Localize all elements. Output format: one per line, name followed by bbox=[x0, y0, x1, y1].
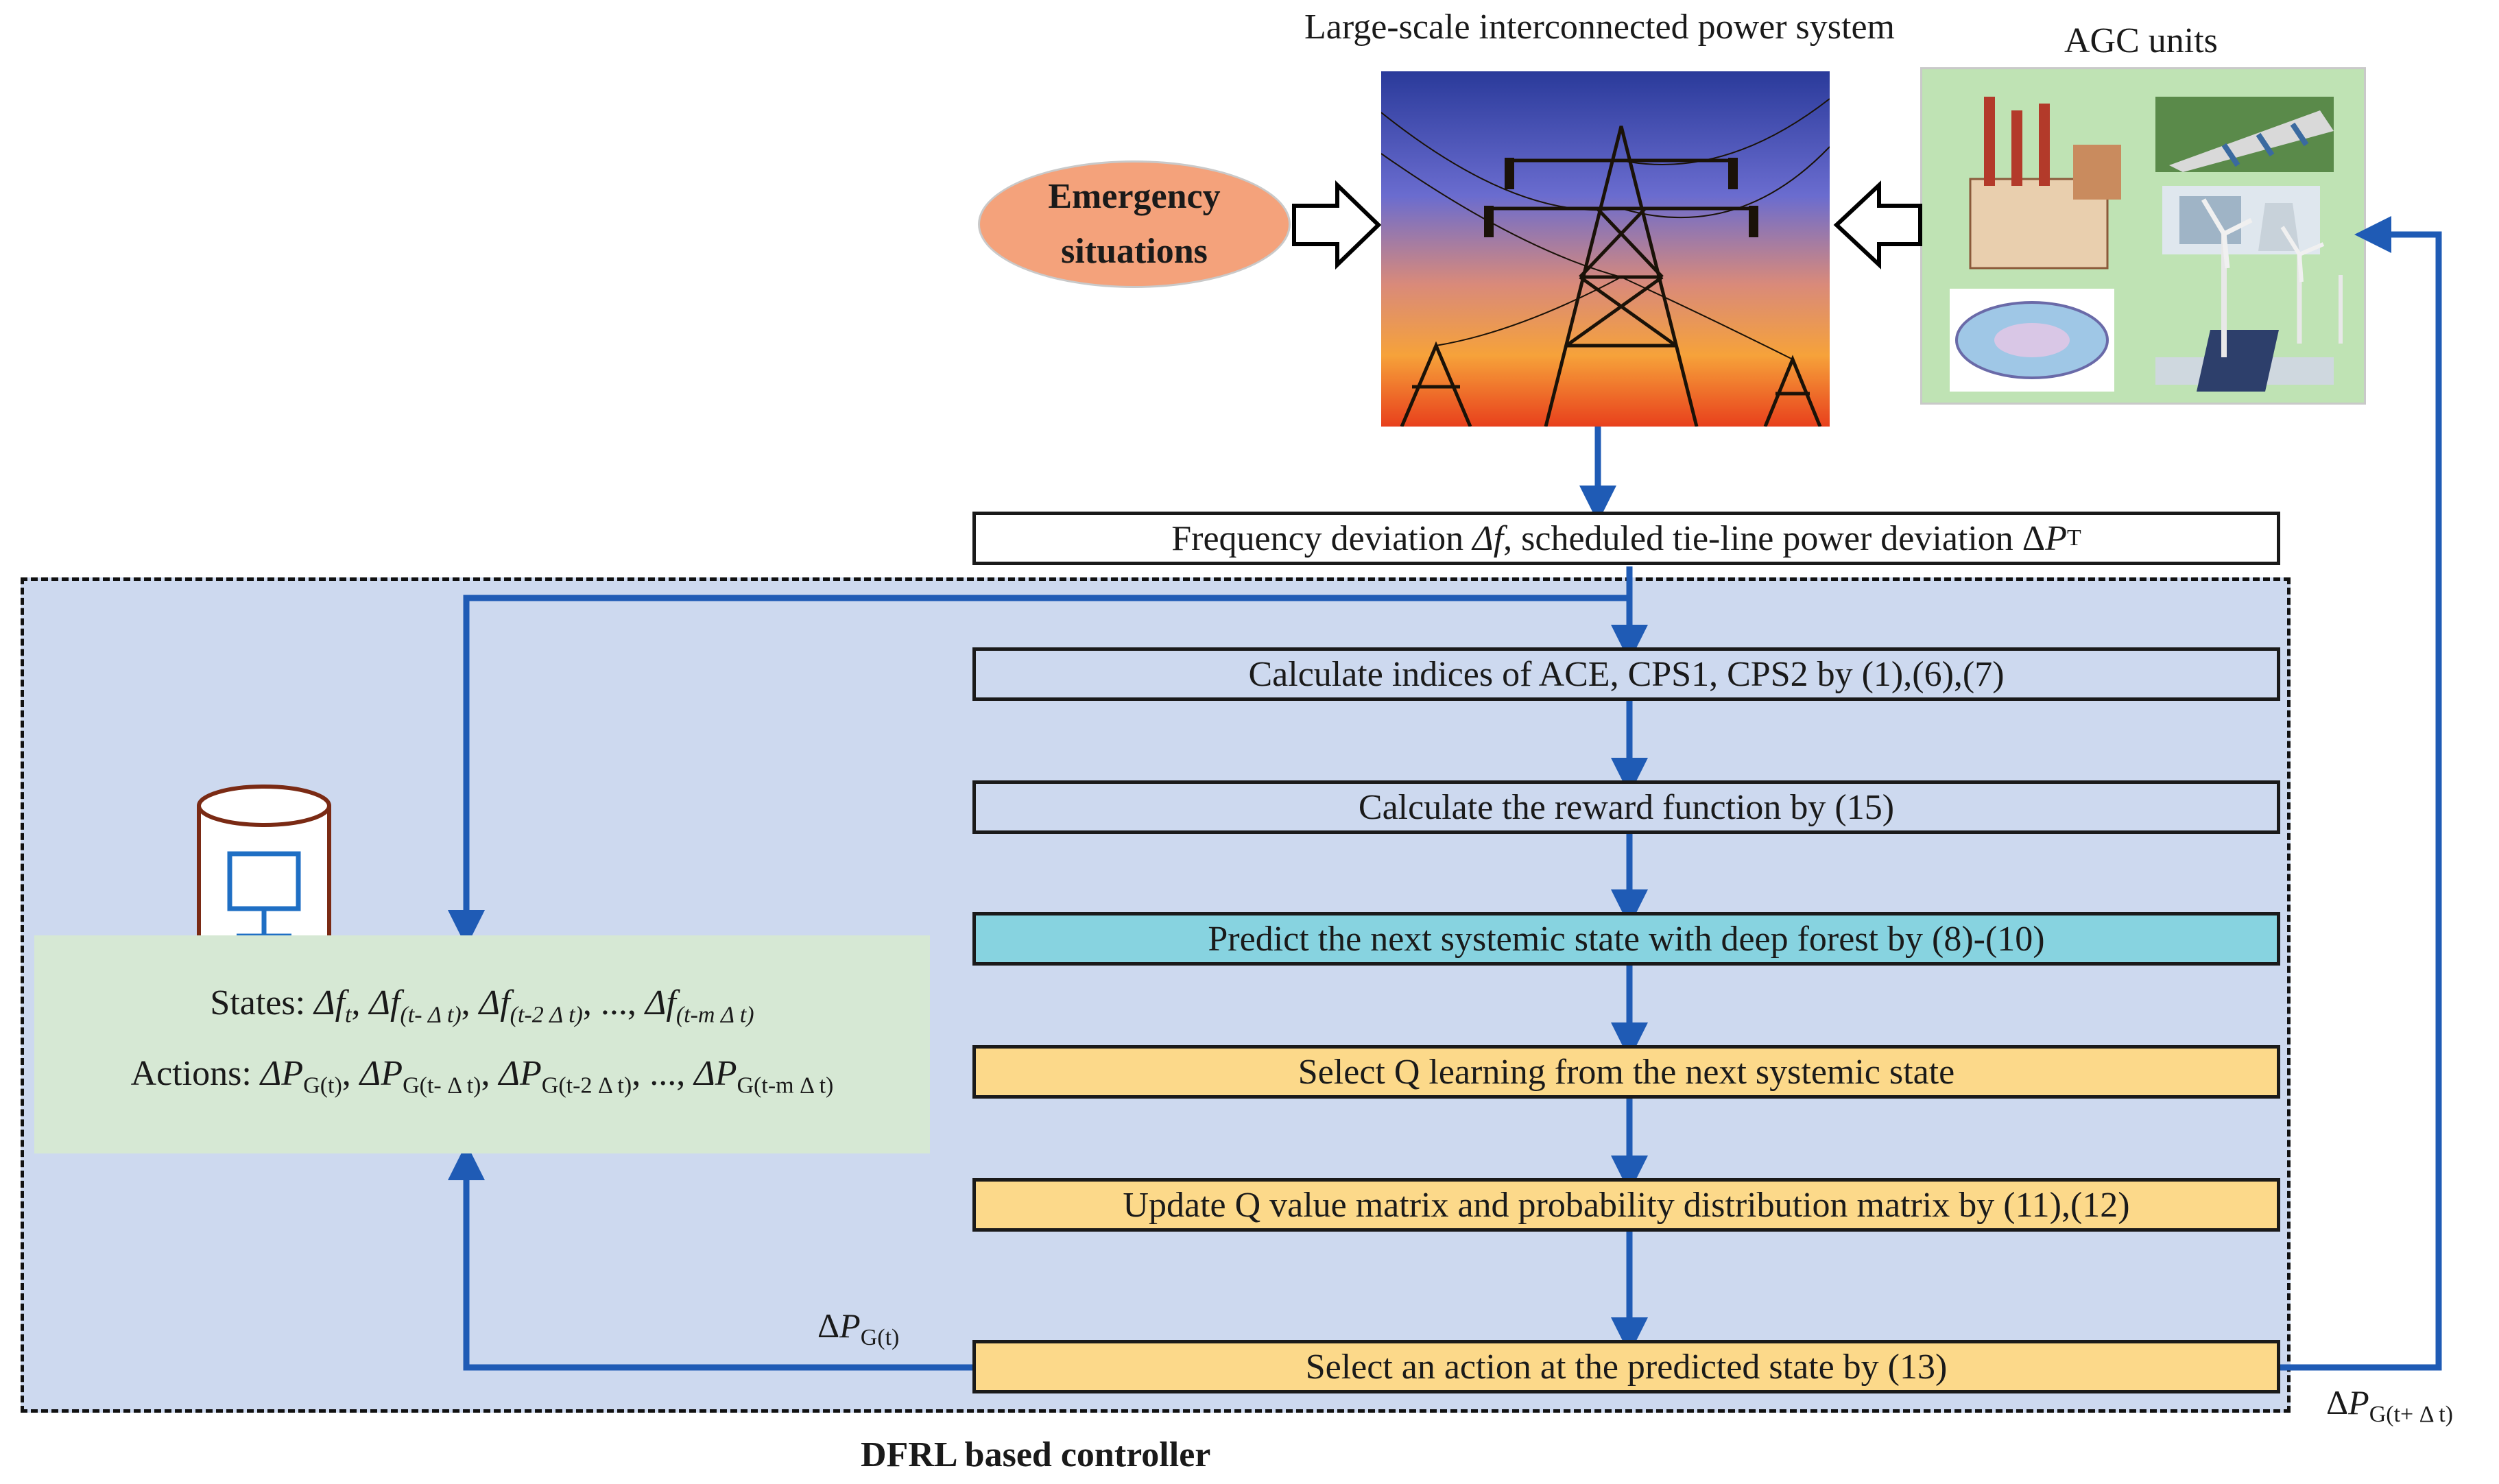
thermal-plant-icon bbox=[1969, 97, 2121, 270]
state-ellipsis: ... bbox=[600, 983, 627, 1022]
action-feedback-var: P bbox=[2348, 1383, 2369, 1422]
action-item: ΔP bbox=[359, 1054, 403, 1093]
states-row: States: Δft, Δf(t- Δ t), Δf(t-2 Δ t), ..… bbox=[210, 983, 754, 1027]
step-update-matrices: Update Q value matrix and probability di… bbox=[972, 1178, 2280, 1232]
state-item: Δf bbox=[369, 983, 400, 1022]
power-system-title: Large-scale interconnected power system bbox=[1304, 8, 1895, 47]
hydro-dam-icon bbox=[2155, 97, 2334, 172]
circular-plant-icon bbox=[1950, 289, 2114, 392]
state-item: Δf bbox=[479, 983, 510, 1022]
measurement-box: Frequency deviation Δf , scheduled tie-l… bbox=[972, 512, 2280, 565]
action-item: ΔP bbox=[499, 1054, 542, 1093]
state-sub: (t-2 Δ t) bbox=[510, 1002, 583, 1027]
hollow-arrow-left bbox=[1833, 180, 1922, 270]
action-sub: G(t) bbox=[303, 1073, 342, 1099]
action-item: ΔP bbox=[694, 1054, 737, 1093]
action-output-sub: G(t) bbox=[860, 1325, 900, 1350]
action-feedback-delta: Δ bbox=[2326, 1383, 2349, 1422]
hollow-arrow-right bbox=[1292, 180, 1382, 270]
controller-title: DFRL based controller bbox=[861, 1435, 1211, 1474]
agc-units-title: AGC units bbox=[2064, 21, 2218, 60]
measurement-var-p: P bbox=[2045, 518, 2068, 558]
state-sub: (t- Δ t) bbox=[400, 1002, 462, 1027]
actions-row: Actions: ΔPG(t), ΔPG(t- Δ t), ΔPG(t-2 Δ … bbox=[130, 1054, 834, 1099]
step-select-q-learning: Select Q learning from the next systemic… bbox=[972, 1045, 2280, 1099]
step-select-action: Select an action at the predicted state … bbox=[972, 1340, 2280, 1393]
action-sub: G(t-m Δ t) bbox=[737, 1073, 834, 1099]
state-action-panel: States: Δft, Δf(t- Δ t), Δf(t-2 Δ t), ..… bbox=[34, 935, 930, 1153]
action-output-var: P bbox=[839, 1306, 861, 1345]
state-item: Δf bbox=[645, 983, 676, 1022]
emergency-situations-node: Emergency situations bbox=[978, 160, 1291, 288]
action-feedback-label: ΔPG(t+ Δ t) bbox=[2326, 1383, 2453, 1428]
step-predict-state: Predict the next systemic state with dee… bbox=[972, 912, 2280, 966]
state-sub: t bbox=[345, 1002, 352, 1027]
measurement-prefix: Frequency deviation bbox=[1171, 518, 1473, 558]
measurement-sub-p: T bbox=[2067, 525, 2081, 551]
state-sub: (t-m Δ t) bbox=[675, 1002, 754, 1027]
step-calculate-indices: Calculate indices of ACE, CPS1, CPS2 by … bbox=[972, 647, 2280, 701]
measurement-middle: , scheduled tie-line power deviation Δ bbox=[1503, 518, 2046, 558]
action-ellipsis: ... bbox=[649, 1054, 677, 1093]
action-output-delta: Δ bbox=[817, 1306, 840, 1345]
emergency-line2: situations bbox=[1061, 232, 1208, 271]
agc-units-panel bbox=[1920, 67, 2366, 405]
action-item: ΔP bbox=[260, 1054, 304, 1093]
state-item: Δf bbox=[314, 983, 346, 1022]
step-reward-function: Calculate the reward function by (15) bbox=[972, 780, 2280, 834]
action-sub: G(t- Δ t) bbox=[403, 1073, 481, 1099]
action-output-label: ΔPG(t) bbox=[817, 1306, 899, 1351]
wind-solar-icon bbox=[2155, 198, 2343, 392]
states-prefix: States: bbox=[210, 983, 306, 1022]
measurement-var-f: Δf bbox=[1472, 518, 1504, 558]
actions-prefix: Actions: bbox=[130, 1054, 252, 1093]
emergency-line1: Emergency bbox=[1048, 177, 1221, 216]
action-feedback-sub: G(t+ Δ t) bbox=[2369, 1402, 2453, 1427]
transmission-tower-photo bbox=[1381, 71, 1830, 427]
action-sub: G(t-2 Δ t) bbox=[541, 1073, 632, 1099]
agc-units-illustration bbox=[1950, 97, 2343, 392]
